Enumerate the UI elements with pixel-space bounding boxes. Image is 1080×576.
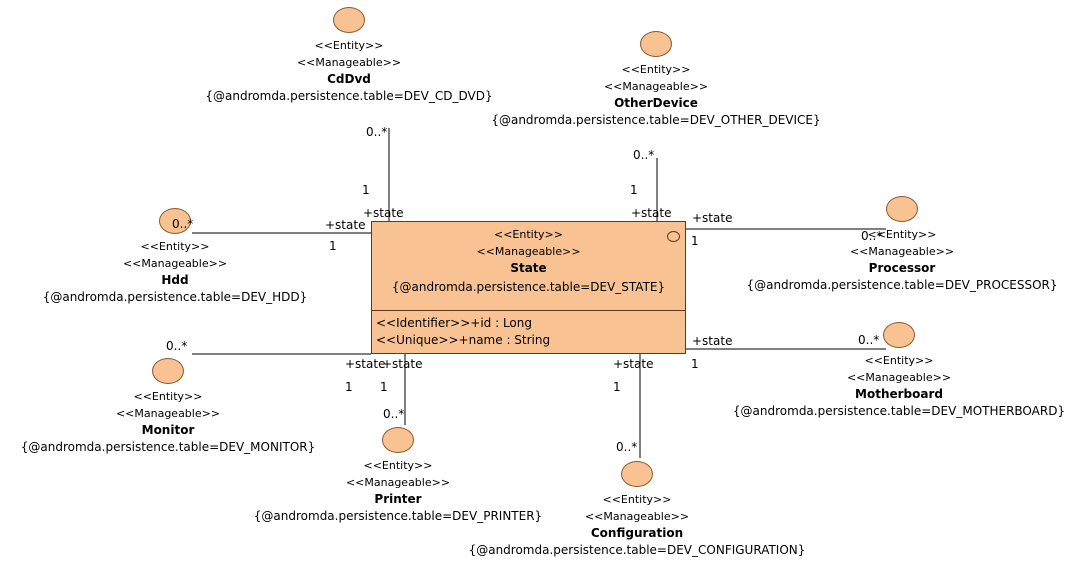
configuration-multiplicity-one: 1 xyxy=(613,380,621,394)
state-class[interactable]: <<Entity>> <<Manageable>> State {@androm… xyxy=(371,221,686,354)
otherdevice-tagged-value: {@andromda.persistence.table=DEV_OTHER_D… xyxy=(491,113,821,127)
cddvd-stereotype-entity: <<Entity>> xyxy=(314,39,384,52)
printer-multiplicity-one: 1 xyxy=(380,380,388,394)
cddvd-stereotype-manageable: <<Manageable>> xyxy=(296,56,402,69)
motherboard-stereotype-manageable: <<Manageable>> xyxy=(846,371,952,384)
processor-multiplicity-one: 1 xyxy=(691,234,699,248)
printer-role-state: +state xyxy=(382,357,423,371)
hdd-multiplicity-many: 0..* xyxy=(172,217,194,231)
processor-name: Processor xyxy=(868,261,936,275)
entity-icon xyxy=(333,7,365,33)
otherdevice-multiplicity-many: 0..* xyxy=(633,148,655,162)
configuration-tagged-value: {@andromda.persistence.table=DEV_CONFIGU… xyxy=(468,543,806,557)
cddvd-tagged-value: {@andromda.persistence.table=DEV_CD_DVD} xyxy=(205,89,493,103)
entity-icon xyxy=(152,358,184,384)
hdd-role-state: +state xyxy=(325,218,366,232)
state-stereotype-manageable: <<Manageable>> xyxy=(476,245,581,258)
printer-stereotype-manageable: <<Manageable>> xyxy=(345,476,451,489)
processor-tagged-value: {@andromda.persistence.table=DEV_PROCESS… xyxy=(746,278,1058,292)
processor-multiplicity-many: 0..* xyxy=(861,229,883,243)
configuration-name: Configuration xyxy=(590,526,684,540)
state-class-name: State xyxy=(510,261,547,275)
printer-tagged-value: {@andromda.persistence.table=DEV_PRINTER… xyxy=(253,509,543,523)
state-tagged-value: {@andromda.persistence.table=DEV_STATE} xyxy=(391,280,666,294)
entity-icon xyxy=(382,427,414,453)
cddvd-multiplicity-one: 1 xyxy=(362,183,370,197)
entity-icon xyxy=(621,461,653,487)
monitor-name: Monitor xyxy=(141,423,195,437)
monitor-tagged-value: {@andromda.persistence.table=DEV_MONITOR… xyxy=(20,440,316,454)
hdd-multiplicity-one: 1 xyxy=(329,239,337,253)
monitor-stereotype-entity: <<Entity>> xyxy=(133,390,203,403)
configuration-stereotype-entity: <<Entity>> xyxy=(602,493,672,506)
entity-icon xyxy=(883,322,915,348)
configuration-stereotype-manageable: <<Manageable>> xyxy=(584,510,690,523)
hdd-stereotype-entity: <<Entity>> xyxy=(140,240,210,253)
hdd-stereotype-manageable: <<Manageable>> xyxy=(122,257,228,270)
entity-mini-icon xyxy=(667,231,680,242)
processor-stereotype-manageable: <<Manageable>> xyxy=(849,245,955,258)
printer-stereotype-entity: <<Entity>> xyxy=(363,459,433,472)
motherboard-tagged-value: {@andromda.persistence.table=DEV_MOTHERB… xyxy=(732,404,1066,418)
monitor-stereotype-manageable: <<Manageable>> xyxy=(115,407,221,420)
state-attribute-id: <<Identifier>>+id : Long xyxy=(376,316,532,330)
hdd-tagged-value: {@andromda.persistence.table=DEV_HDD} xyxy=(42,290,308,304)
hdd-name: Hdd xyxy=(161,273,189,287)
monitor-multiplicity-many: 0..* xyxy=(166,339,188,353)
motherboard-name: Motherboard xyxy=(855,387,943,401)
printer-multiplicity-many: 0..* xyxy=(383,407,405,421)
printer-name: Printer xyxy=(374,492,422,506)
cddvd-name: CdDvd xyxy=(327,72,371,86)
motherboard-multiplicity-many: 0..* xyxy=(858,333,880,347)
otherdevice-role-state: +state xyxy=(631,206,672,220)
state-attribute-separator xyxy=(372,310,685,311)
otherdevice-name: OtherDevice xyxy=(614,96,698,110)
configuration-multiplicity-many: 0..* xyxy=(616,440,638,454)
processor-role-state: +state xyxy=(692,211,733,225)
configuration-role-state: +state xyxy=(613,357,654,371)
cddvd-multiplicity-many: 0..* xyxy=(366,125,388,139)
entity-icon xyxy=(886,196,918,222)
motherboard-stereotype-entity: <<Entity>> xyxy=(864,354,934,367)
processor-stereotype-entity: <<Entity>> xyxy=(867,228,937,241)
motherboard-role-state: +state xyxy=(692,334,733,348)
monitor-multiplicity-one: 1 xyxy=(345,380,353,394)
otherdevice-stereotype-entity: <<Entity>> xyxy=(621,63,691,76)
entity-icon xyxy=(159,208,191,234)
monitor-role-state: +state xyxy=(345,357,386,371)
entity-icon xyxy=(640,31,672,57)
cddvd-role-state: +state xyxy=(363,206,404,220)
motherboard-multiplicity-one: 1 xyxy=(691,357,699,371)
state-stereotype-entity: <<Entity>> xyxy=(494,228,563,241)
state-attribute-name: <<Unique>>+name : String xyxy=(376,333,551,347)
otherdevice-stereotype-manageable: <<Manageable>> xyxy=(603,80,709,93)
otherdevice-multiplicity-one: 1 xyxy=(630,183,638,197)
